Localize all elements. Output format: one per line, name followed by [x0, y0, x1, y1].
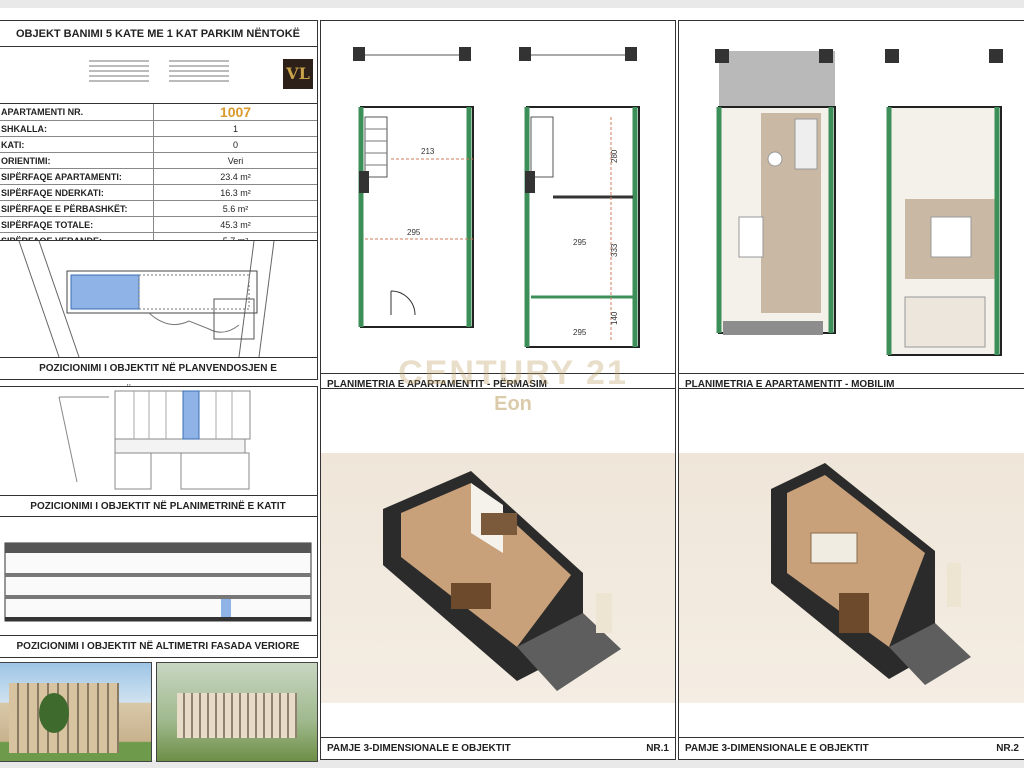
dimension-label: 295: [573, 328, 587, 337]
site-plan-caption: POZICIONIMI I OBJEKTIT NË PLANVENDOSJEN …: [0, 357, 317, 396]
info-row: KATI:0: [0, 136, 317, 153]
floor-position-panel: POZICIONIMI I OBJEKTIT NË PLANIMETRINË E…: [0, 386, 318, 518]
company-stamp: VL: [0, 47, 317, 104]
small-print-block: [169, 57, 229, 95]
dimension-label: 280: [610, 149, 619, 163]
facade-drawing: [4, 542, 312, 622]
info-row: APARTAMENTI NR.1007: [0, 104, 317, 121]
small-print-block: [89, 57, 149, 95]
render-3d-panel-1: PAMJE 3-DIMENSIONALE E OBJEKTIT NR.1: [320, 388, 676, 760]
apartment-number: 1007: [153, 104, 317, 121]
render-number-2: NR.2: [996, 743, 1019, 754]
dimension-label: 213: [421, 147, 435, 156]
highlighted-section: [70, 274, 140, 310]
info-row: SIPËRFAQE TOTALE:45.3 m²: [0, 216, 317, 233]
dimension-label: 140: [610, 311, 619, 325]
building-photo-1: [0, 662, 152, 762]
site-plan-panel: POZICIONIMI I OBJEKTIT NË PLANVENDOSJEN …: [0, 240, 318, 396]
plan-furnished-drawing: [715, 49, 1003, 356]
render-3d-caption-2: PAMJE 3-DIMENSIONALE E OBJEKTIT NR.2: [679, 737, 1024, 759]
document-sheet: OBJEKT BANIMI 5 KATE ME 1 KAT PARKIM NËN…: [0, 8, 1024, 762]
highlighted-facade-unit: [221, 599, 231, 617]
dimension-label: 295: [407, 228, 421, 237]
plan-dimensions-panel: 213 295 295 295 280 333 140 PLANIMETRIA …: [320, 20, 676, 396]
render-3d-view-1: [383, 471, 621, 691]
project-title: OBJEKT BANIMI 5 KATE ME 1 KAT PARKIM NËN…: [0, 21, 317, 47]
info-row: SIPËRFAQE E PËRBASHKËT:5.6 m²: [0, 200, 317, 217]
info-row: SIPËRFAQE APARTAMENTI:23.4 m²: [0, 168, 317, 185]
render-number-1: NR.1: [646, 743, 669, 754]
render-3d-panel-2: PAMJE 3-DIMENSIONALE E OBJEKTIT NR.2: [678, 388, 1024, 760]
apartment-info-table: APARTAMENTI NR.1007 SHKALLA:1 KATI:0 ORI…: [0, 104, 317, 249]
info-row: SIPËRFAQE NDERKATI:16.3 m²: [0, 184, 317, 201]
info-row: SHKALLA:1: [0, 120, 317, 137]
plan-furnished-panel: PLANIMETRIA E APARTAMENTIT - MOBILIM: [678, 20, 1024, 396]
info-panel: OBJEKT BANIMI 5 KATE ME 1 KAT PARKIM NËN…: [0, 20, 318, 249]
plan-dimensions-drawing: 213 295 295 295 280 333 140: [353, 47, 640, 348]
render-3d-view-2: [771, 463, 971, 685]
company-logo: VL: [283, 59, 313, 89]
highlighted-unit: [182, 390, 200, 440]
site-plan-drawing: [18, 240, 275, 358]
building-photo-2: [156, 662, 318, 762]
facade-panel: POZICIONIMI I OBJEKTIT NË ALTIMETRI FASA…: [0, 516, 318, 658]
floor-position-caption: POZICIONIMI I OBJEKTIT NË PLANIMETRINË E…: [0, 495, 317, 517]
facade-caption: POZICIONIMI I OBJEKTIT NË ALTIMETRI FASA…: [0, 635, 317, 657]
tree: [39, 693, 69, 733]
floor-position-drawing: [58, 390, 251, 490]
dimension-label: 333: [610, 243, 619, 257]
building-block: [177, 693, 297, 738]
info-row: ORIENTIMI:Veri: [0, 152, 317, 169]
dimension-label: 295: [573, 238, 587, 247]
render-3d-caption-1: PAMJE 3-DIMENSIONALE E OBJEKTIT NR.1: [321, 737, 675, 759]
